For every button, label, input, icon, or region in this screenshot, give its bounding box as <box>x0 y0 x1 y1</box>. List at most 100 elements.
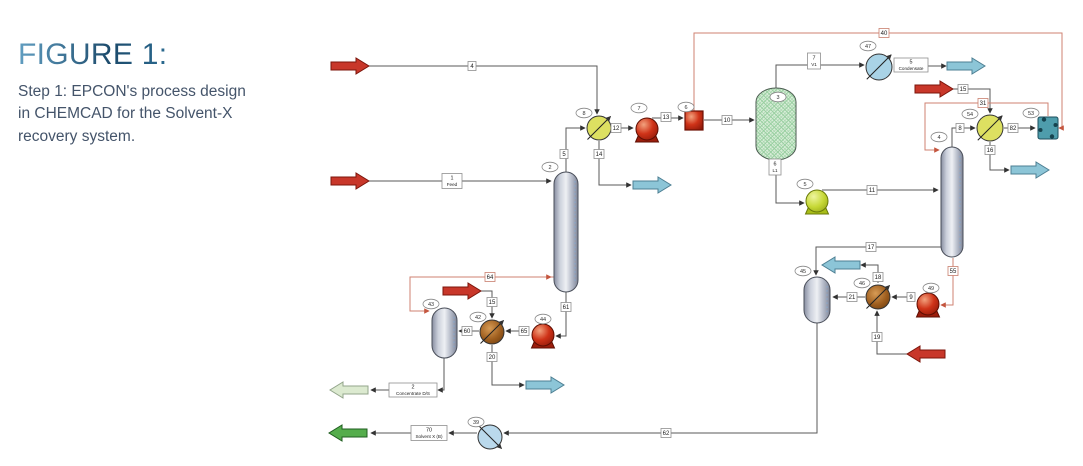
stream-label-text: 5 <box>562 152 566 158</box>
stream-label-4: 4 <box>467 61 477 71</box>
stream-label-text: 15 <box>489 300 496 306</box>
equipment-id-44: 44 <box>540 317 546 323</box>
equipment-id-oval <box>534 313 552 325</box>
stream-label-21: 21 <box>846 292 858 302</box>
process-stream-pipe <box>775 62 865 88</box>
process-stream-pipe <box>437 357 445 393</box>
equipment-id-oval <box>961 108 979 120</box>
stream-label-text: 62 <box>663 431 670 437</box>
equipment-id-oval <box>769 91 787 103</box>
column-shell <box>431 307 458 359</box>
hot-stream-pipe <box>940 258 954 308</box>
heat-exchanger-8: 8 <box>575 107 612 141</box>
pump-body <box>635 117 659 141</box>
exchanger-tube-arrow <box>977 115 1003 141</box>
stream-label-box <box>388 382 438 398</box>
equipment-id-oval <box>1022 107 1040 119</box>
stream-label-number: 6 <box>774 162 777 168</box>
stream-label-text: 12 <box>613 126 620 132</box>
stream-label-box <box>518 326 530 336</box>
equipment-id-54: 54 <box>967 112 973 118</box>
stream-label-31: 31 <box>977 98 989 108</box>
stream-label-box <box>984 145 996 155</box>
utility-outlet-arrow <box>525 376 565 394</box>
feed-stream-arrow <box>330 57 370 75</box>
utility-outlet-arrow <box>632 176 672 194</box>
stream-label-text: 64 <box>487 275 494 281</box>
stream-label-box <box>893 57 929 73</box>
equipment-id-oval <box>630 102 648 114</box>
process-stream-pipe <box>951 125 976 147</box>
stream-label-19: 19 <box>871 332 883 342</box>
process-stream-pipe <box>491 345 525 388</box>
flash-drum-45: 45 <box>794 265 831 324</box>
separator-53: 53 <box>1022 107 1059 140</box>
column-shell <box>803 276 831 324</box>
separator-notch <box>1053 123 1058 127</box>
process-stream-pipe <box>481 290 495 319</box>
stream-label-box <box>871 332 883 342</box>
stream-label-text: 82 <box>1010 126 1017 132</box>
stream-label-name: Concentrate D/S <box>396 391 430 396</box>
stream-label-text: 15 <box>960 87 967 93</box>
feed-stream-arrow <box>330 172 370 190</box>
stream-label-box <box>872 272 884 282</box>
equipment-id-46: 46 <box>859 281 865 287</box>
utility-outlet-arrow <box>821 256 861 274</box>
heat-exchanger-54: 54 <box>961 108 1004 142</box>
stream-label-box <box>486 297 498 307</box>
stream-label-11: 11 <box>866 185 878 195</box>
flash-drum-43: 43 <box>422 298 458 359</box>
hot-stream-pipe <box>409 276 554 314</box>
utility-outlet-arrow <box>1010 161 1050 179</box>
pump-body <box>531 323 555 347</box>
stream-label-17: 17 <box>865 242 877 252</box>
separator-notch <box>1049 134 1055 139</box>
stream-label-62: 62 <box>660 428 672 438</box>
process-stream-pipe <box>813 246 941 276</box>
stream-label-box <box>467 61 477 71</box>
stream-label-name: Feed <box>447 182 458 187</box>
stream-label-12: 12 <box>610 123 622 133</box>
exchanger-tube-arrow <box>866 54 892 80</box>
stream-label-box <box>807 52 821 70</box>
stream-label-text: 8 <box>958 126 962 132</box>
equipment-id-53: 53 <box>1028 111 1034 117</box>
separator-notch <box>1038 128 1043 132</box>
equipment-id-oval <box>922 282 940 294</box>
cooler-39: 39 <box>467 416 503 450</box>
pump-5: 5 <box>796 178 830 215</box>
stream-label-number: 5 <box>910 60 913 66</box>
stream-label-text: 55 <box>950 269 957 275</box>
equipment-id-6: 6 <box>684 105 687 111</box>
equipment-id-oval <box>677 101 695 113</box>
stream-label-13: 13 <box>660 112 672 122</box>
process-stream-pipe <box>565 125 586 172</box>
stream-label-15: 15 <box>957 84 969 94</box>
exchanger-tube-arrow <box>866 284 891 309</box>
stream-label-text: 40 <box>881 31 888 37</box>
stream-label-box <box>560 302 572 312</box>
stream-label-box <box>957 84 969 94</box>
stream-label-box <box>486 352 498 362</box>
equipment-id-8: 8 <box>582 111 585 117</box>
stream-label-box <box>441 173 463 189</box>
equipment-id-4: 4 <box>937 135 940 141</box>
stream-label-name: V1 <box>811 62 817 67</box>
stream-label-16: 16 <box>984 145 996 155</box>
stream-label-text: 17 <box>868 245 875 251</box>
column-4: 4 <box>930 131 964 258</box>
utility-outlet-arrow <box>946 57 986 75</box>
stream-label-9: 9 <box>906 292 916 302</box>
stream-label-text: 21 <box>849 295 856 301</box>
stream-label-box <box>461 326 473 336</box>
stream-label-box <box>593 149 605 159</box>
stream-label-6: 6L1 <box>768 158 782 176</box>
equipment-id-oval <box>467 416 485 428</box>
stream-label-7: 7V1 <box>807 52 821 70</box>
